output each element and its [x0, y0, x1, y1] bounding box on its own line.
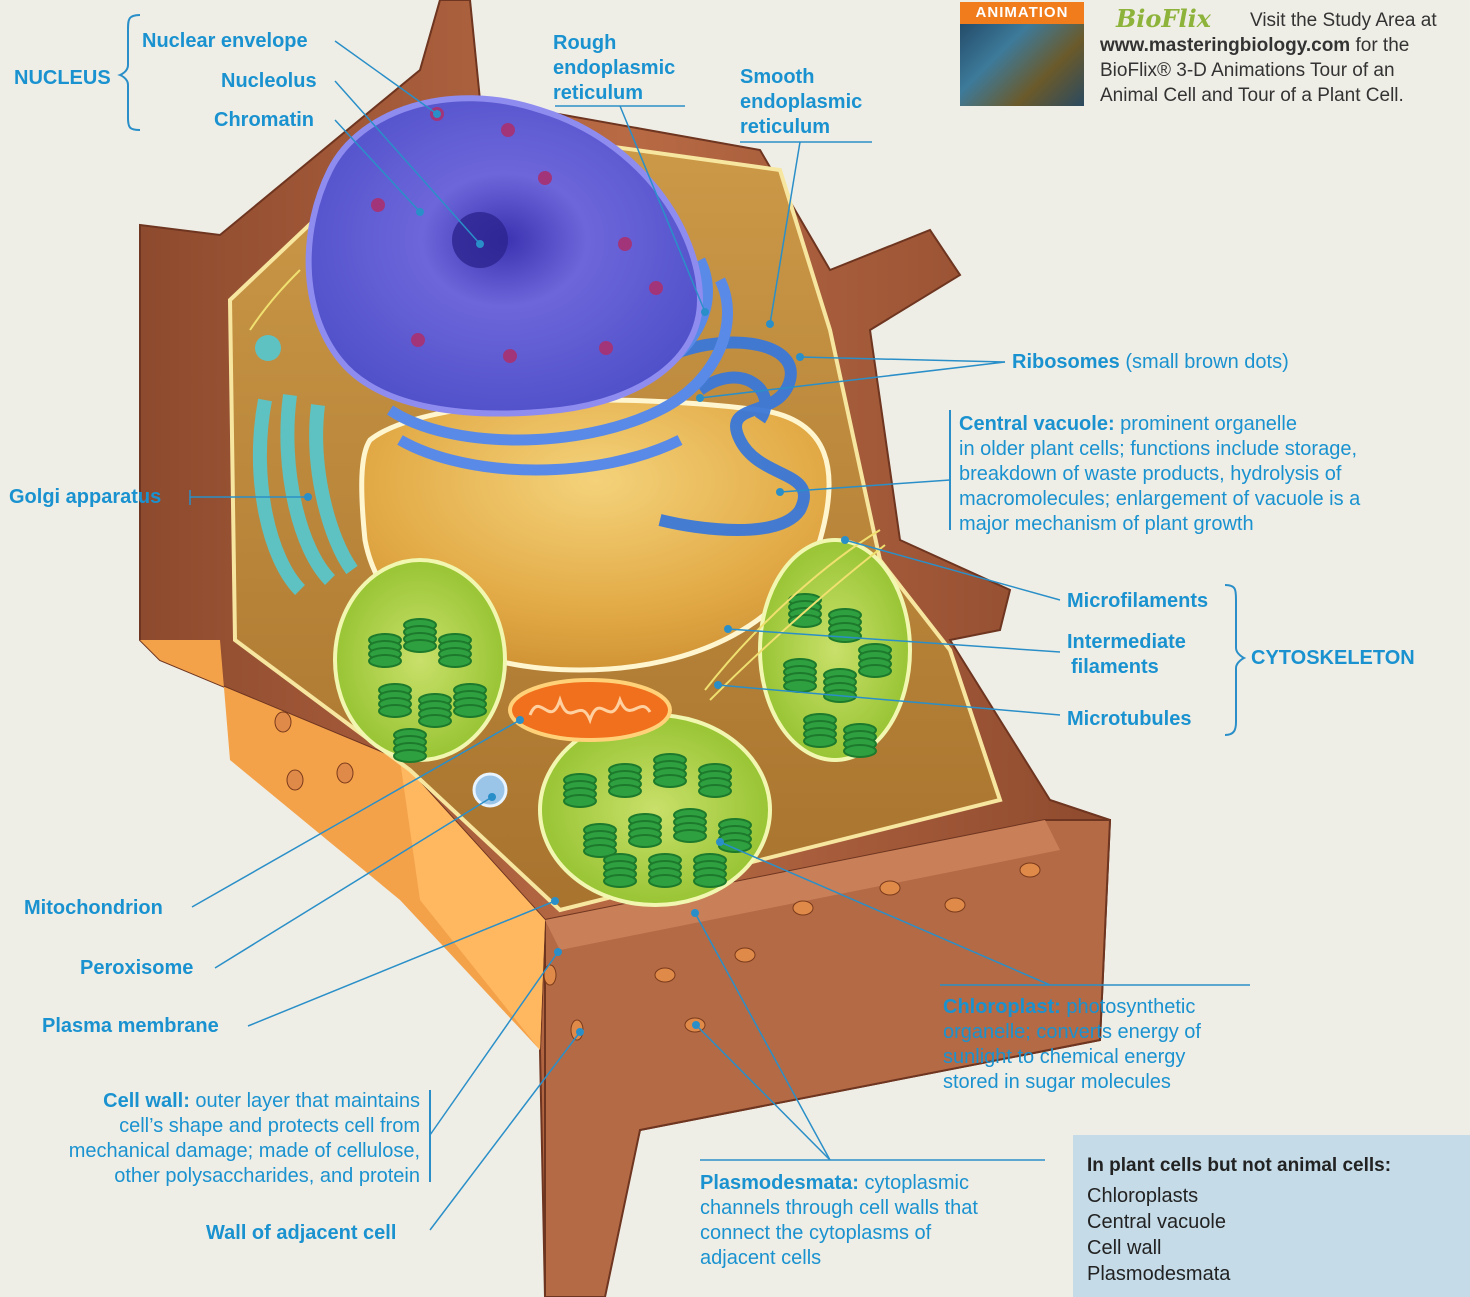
granum-disc: [439, 655, 471, 667]
label-microtubules: Microtubules: [1067, 707, 1191, 732]
granum-disc: [804, 735, 836, 747]
chloroplast-desc-1: photosynthetic: [1061, 996, 1196, 1018]
plasmodesmata-desc-4: adjacent cells: [700, 1246, 978, 1271]
granum-disc: [629, 835, 661, 847]
label-rough-er: Rough endoplasmic reticulum: [553, 31, 675, 106]
granum-disc: [609, 785, 641, 797]
intermediate-line2: filaments: [1067, 655, 1186, 680]
animation-tag: ANIMATION: [960, 2, 1084, 24]
label-golgi: Golgi apparatus: [9, 485, 161, 510]
central-vacuole-desc-1: prominent organelle: [1115, 413, 1297, 435]
animation-thumbnail[interactable]: ANIMATION: [960, 2, 1084, 106]
granum-disc: [454, 705, 486, 717]
promo-line4: Animal Cell and Tour of a Plant Cell.: [1100, 85, 1404, 106]
rough-er-line1: Rough: [553, 31, 675, 56]
granum-disc: [379, 705, 411, 717]
cell-wall-desc-1: outer layer that maintains: [190, 1090, 420, 1112]
granum-disc: [369, 655, 401, 667]
summary-list: Chloroplasts Central vacuole Cell wall P…: [1087, 1183, 1230, 1287]
granum-disc: [404, 640, 436, 652]
plasmodesmata-term: Plasmodesmata:: [700, 1172, 859, 1194]
smooth-er-line1: Smooth: [740, 65, 862, 90]
granum-disc: [694, 875, 726, 887]
plasmodesmata-desc-2: channels through cell walls that: [700, 1196, 978, 1221]
chloroplast-desc-3: sunlight to chemical energy: [943, 1045, 1201, 1070]
cell-wall-desc-2: cell’s shape and protects cell from: [69, 1114, 420, 1139]
promo-line1: Visit the Study Area at: [1250, 10, 1437, 31]
promo-line3: BioFlix® 3-D Animations Tour of an: [1100, 60, 1395, 81]
granum-disc: [699, 785, 731, 797]
cell-wall-term: Cell wall:: [103, 1090, 190, 1112]
label-central-vacuole: Central vacuole: prominent organelle in …: [959, 412, 1360, 537]
granum-disc: [844, 745, 876, 757]
central-vacuole-desc-2: in older plant cells; functions include …: [959, 437, 1360, 462]
label-cell-wall: Cell wall: outer layer that maintains ce…: [69, 1089, 420, 1189]
label-nucleus-group: NUCLEUS: [14, 66, 111, 91]
granum-disc: [604, 875, 636, 887]
label-cytoskeleton-group: CYTOSKELETON: [1251, 646, 1415, 671]
label-nucleolus: Nucleolus: [221, 69, 317, 94]
cell-wall-desc-4: other polysaccharides, and protein: [69, 1164, 420, 1189]
summary-item: Cell wall: [1087, 1235, 1230, 1261]
label-nuclear-envelope: Nuclear envelope: [142, 29, 308, 54]
smooth-er-line3: reticulum: [740, 115, 862, 140]
granum-disc: [859, 665, 891, 677]
granum-disc: [394, 750, 426, 762]
granum-disc: [649, 875, 681, 887]
granum-disc: [674, 830, 706, 842]
label-chloroplast: Chloroplast: photosynthetic organelle; c…: [943, 995, 1201, 1095]
chloroplast-term: Chloroplast:: [943, 996, 1061, 1018]
label-intermediate-filaments: Intermediate filaments: [1067, 630, 1186, 680]
granum-disc: [564, 795, 596, 807]
central-vacuole-term: Central vacuole:: [959, 413, 1115, 435]
summary-item: Central vacuole: [1087, 1209, 1230, 1235]
ribosomes-desc: (small brown dots): [1120, 351, 1289, 373]
peroxisome-shape: [474, 774, 506, 806]
label-smooth-er: Smooth endoplasmic reticulum: [740, 65, 862, 140]
granum-disc: [654, 775, 686, 787]
promo-line2-rest: for the: [1350, 35, 1409, 56]
summary-item: Chloroplasts: [1087, 1183, 1230, 1209]
label-plasmodesmata: Plasmodesmata: cytoplasmic channels thro…: [700, 1171, 978, 1271]
bioflix-promo: ANIMATION Visit the Study Area at www.ma…: [960, 2, 1470, 108]
summary-item: Plasmodesmata: [1087, 1261, 1230, 1287]
smooth-er-line2: endoplasmic: [740, 90, 862, 115]
intermediate-line1: Intermediate: [1067, 630, 1186, 655]
granum-disc: [784, 680, 816, 692]
label-mitochondrion: Mitochondrion: [24, 896, 163, 921]
granum-disc: [419, 715, 451, 727]
ribosomes-term: Ribosomes: [1012, 351, 1120, 373]
label-chromatin: Chromatin: [214, 108, 314, 133]
chloroplast-desc-2: organelle; converts energy of: [943, 1020, 1201, 1045]
promo-url[interactable]: www.masteringbiology.com: [1100, 35, 1350, 56]
label-plasma-membrane: Plasma membrane: [42, 1014, 219, 1039]
summary-box: In plant cells but not animal cells: Chl…: [1073, 1135, 1470, 1297]
chloroplast-desc-4: stored in sugar molecules: [943, 1070, 1201, 1095]
label-peroxisome: Peroxisome: [80, 956, 193, 981]
label-microfilaments: Microfilaments: [1067, 589, 1208, 614]
central-vacuole-desc-4: macromolecules; enlargement of vacuole i…: [959, 487, 1360, 512]
summary-heading: In plant cells but not animal cells:: [1087, 1155, 1391, 1177]
label-ribosomes: Ribosomes (small brown dots): [1012, 350, 1289, 375]
plasmodesmata-desc-1: cytoplasmic: [859, 1172, 969, 1194]
plasmodesmata-desc-3: connect the cytoplasms of: [700, 1221, 978, 1246]
cell-wall-desc-3: mechanical damage; made of cellulose,: [69, 1139, 420, 1164]
rough-er-line3: reticulum: [553, 81, 675, 106]
label-wall-adjacent-cell: Wall of adjacent cell: [206, 1221, 396, 1246]
central-vacuole-desc-5: major mechanism of plant growth: [959, 512, 1360, 537]
rough-er-line2: endoplasmic: [553, 56, 675, 81]
bioflix-logo: BioFlix: [1116, 4, 1211, 33]
central-vacuole-desc-3: breakdown of waste products, hydrolysis …: [959, 462, 1360, 487]
